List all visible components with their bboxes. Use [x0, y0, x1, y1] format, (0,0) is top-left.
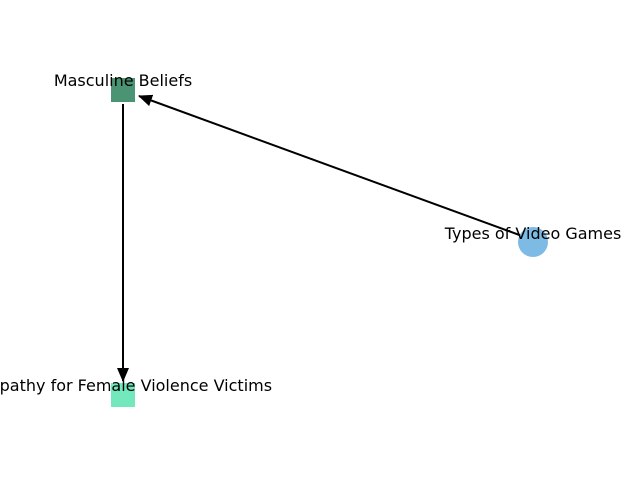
label-types-of-video-games: Types of Video Games	[444, 224, 622, 243]
node-empathy-female-violence-victims	[111, 383, 135, 407]
edge-games-to-masculine	[138, 94, 534, 241]
node-types-of-video-games	[518, 227, 548, 257]
label-masculine-beliefs: Masculine Beliefs	[54, 71, 192, 90]
label-empathy-female-violence-victims: Empathy for Female Violence Victims	[0, 376, 272, 395]
node-masculine-beliefs	[111, 78, 135, 102]
